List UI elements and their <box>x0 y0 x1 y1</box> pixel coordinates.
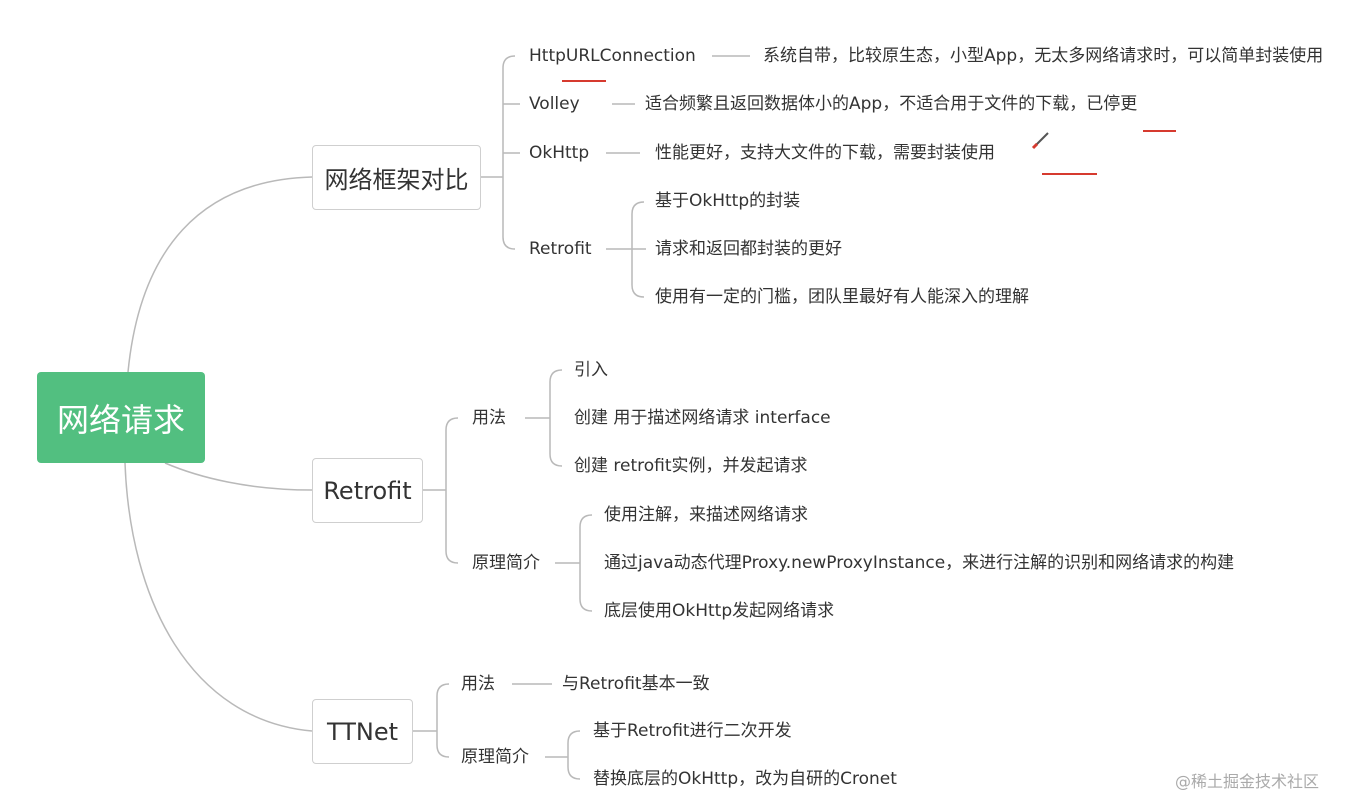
note-okhttp: 性能更好，支持大文件的下载，需要封装使用 <box>655 143 995 163</box>
connector-root-ttnet <box>124 462 313 732</box>
node-ttnet-principle[interactable]: 原理简介 <box>461 747 529 767</box>
branch-label: TTNet <box>326 717 399 746</box>
note-usage-1: 引入 <box>574 360 608 380</box>
connector-root-framework <box>127 176 313 373</box>
node-okhttp[interactable]: OkHttp <box>529 143 590 163</box>
note-usage-3: 创建 retrofit实例，并发起请求 <box>574 456 808 476</box>
note-ttnet-principle-1: 基于Retrofit进行二次开发 <box>593 721 792 741</box>
note-principle-1: 使用注解，来描述网络请求 <box>604 505 808 525</box>
node-retrofit-principle[interactable]: 原理简介 <box>472 553 540 573</box>
note-retrofit-1: 基于OkHttp的封装 <box>655 191 801 211</box>
note-principle-2: 通过java动态代理Proxy.newProxyInstance，来进行注解的识… <box>604 553 1235 573</box>
node-ttnet-usage[interactable]: 用法 <box>461 674 495 694</box>
note-retrofit-3: 使用有一定的门槛，团队里最好有人能深入的理解 <box>655 287 1029 307</box>
red-underline-marks <box>562 80 1176 175</box>
note-usage-2: 创建 用于描述网络请求 interface <box>574 408 831 428</box>
note-principle-3: 底层使用OkHttp发起网络请求 <box>604 601 835 621</box>
branch-label: Retrofit <box>323 476 412 505</box>
branch-retrofit[interactable]: Retrofit <box>312 458 423 523</box>
connector-framework-vertical <box>502 55 516 250</box>
note-retrofit-2: 请求和返回都封装的更好 <box>655 239 842 259</box>
node-retrofit-usage[interactable]: 用法 <box>472 408 506 428</box>
connector-root-retrofit <box>164 462 313 491</box>
root-label: 网络请求 <box>56 400 185 439</box>
branch-ttnet[interactable]: TTNet <box>312 699 413 764</box>
branch-framework-comparison[interactable]: 网络框架对比 <box>312 145 481 210</box>
watermark: @稀土掘金技术社区 <box>1175 772 1320 791</box>
root-node[interactable]: 网络请求 <box>37 372 205 463</box>
note-httpurlconnection: 系统自带，比较原生态，小型App，无太多网络请求时，可以简单封装使用 <box>763 46 1324 66</box>
pen-cursor-icon <box>1031 132 1049 150</box>
note-volley: 适合频繁且返回数据体小的App，不适合用于文件的下载，已停更 <box>645 94 1138 114</box>
branch-label: 网络框架对比 <box>324 166 469 194</box>
note-ttnet-usage: 与Retrofit基本一致 <box>562 674 710 694</box>
node-httpurlconnection[interactable]: HttpURLConnection <box>529 46 696 66</box>
node-retrofit-compare[interactable]: Retrofit <box>529 239 592 259</box>
node-volley[interactable]: Volley <box>529 94 580 114</box>
note-ttnet-principle-2: 替换底层的OkHttp，改为自研的Cronet <box>593 769 897 789</box>
